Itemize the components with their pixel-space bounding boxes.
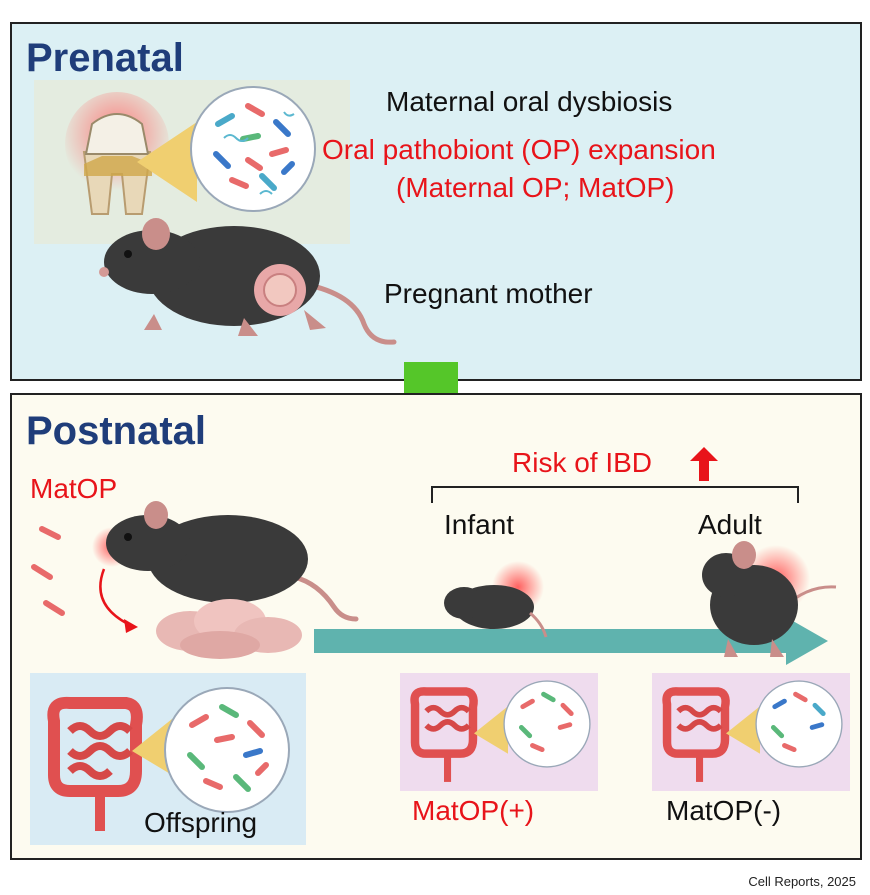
matop-definition-text: (Maternal OP; MatOP): [396, 172, 675, 203]
intestine-icon: [410, 687, 478, 782]
transmission-arrow: [99, 568, 138, 633]
risk-bracket: [431, 486, 799, 503]
bacteria-circle-icon: [190, 86, 316, 212]
citation: Cell Reports, 2025: [748, 874, 856, 889]
prenatal-panel: Prenatal: [10, 22, 862, 381]
postnatal-panel: Postnatal MatOP: [10, 393, 862, 860]
mouse-icon: [99, 218, 397, 345]
infant-label: Infant: [444, 509, 515, 540]
maternal-dysbiosis-text: Maternal oral dysbiosis: [386, 86, 673, 117]
tooth-icon: [65, 92, 169, 215]
matop-negative-label: MatOP(-): [666, 795, 782, 826]
matop-positive-label: MatOP(+): [412, 795, 535, 826]
zoom-wedge: [474, 706, 508, 754]
bacteria-circle-icon: [164, 687, 290, 813]
mouse-icon: [702, 541, 837, 657]
up-arrow-icon: [690, 447, 718, 481]
bacteria-circle-icon: [755, 680, 843, 768]
zoom-wedge: [137, 122, 197, 202]
risk-of-ibd-label: Risk of IBD: [512, 447, 653, 478]
bacteria-circle-icon: [503, 680, 591, 768]
matop-label: MatOP: [30, 473, 118, 504]
offspring-label: Offspring: [144, 807, 258, 838]
postnatal-heading: Postnatal: [26, 409, 207, 453]
mouse-icon: [444, 561, 548, 638]
pup-pile-icon: [156, 599, 302, 659]
mouse-icon: [92, 501, 359, 622]
zoom-wedge: [726, 706, 760, 754]
adult-label: Adult: [698, 509, 762, 540]
intestine-icon: [47, 696, 143, 831]
intestine-icon: [662, 687, 730, 782]
op-expansion-text: Oral pathobiont (OP) expansion: [322, 134, 716, 165]
timeline-arrow-icon: [314, 617, 828, 665]
pregnant-mother-label: Pregnant mother: [384, 278, 593, 309]
scattered-bacteria: [31, 526, 65, 616]
uterus-icon: [254, 264, 306, 316]
prenatal-heading: Prenatal: [26, 36, 184, 80]
